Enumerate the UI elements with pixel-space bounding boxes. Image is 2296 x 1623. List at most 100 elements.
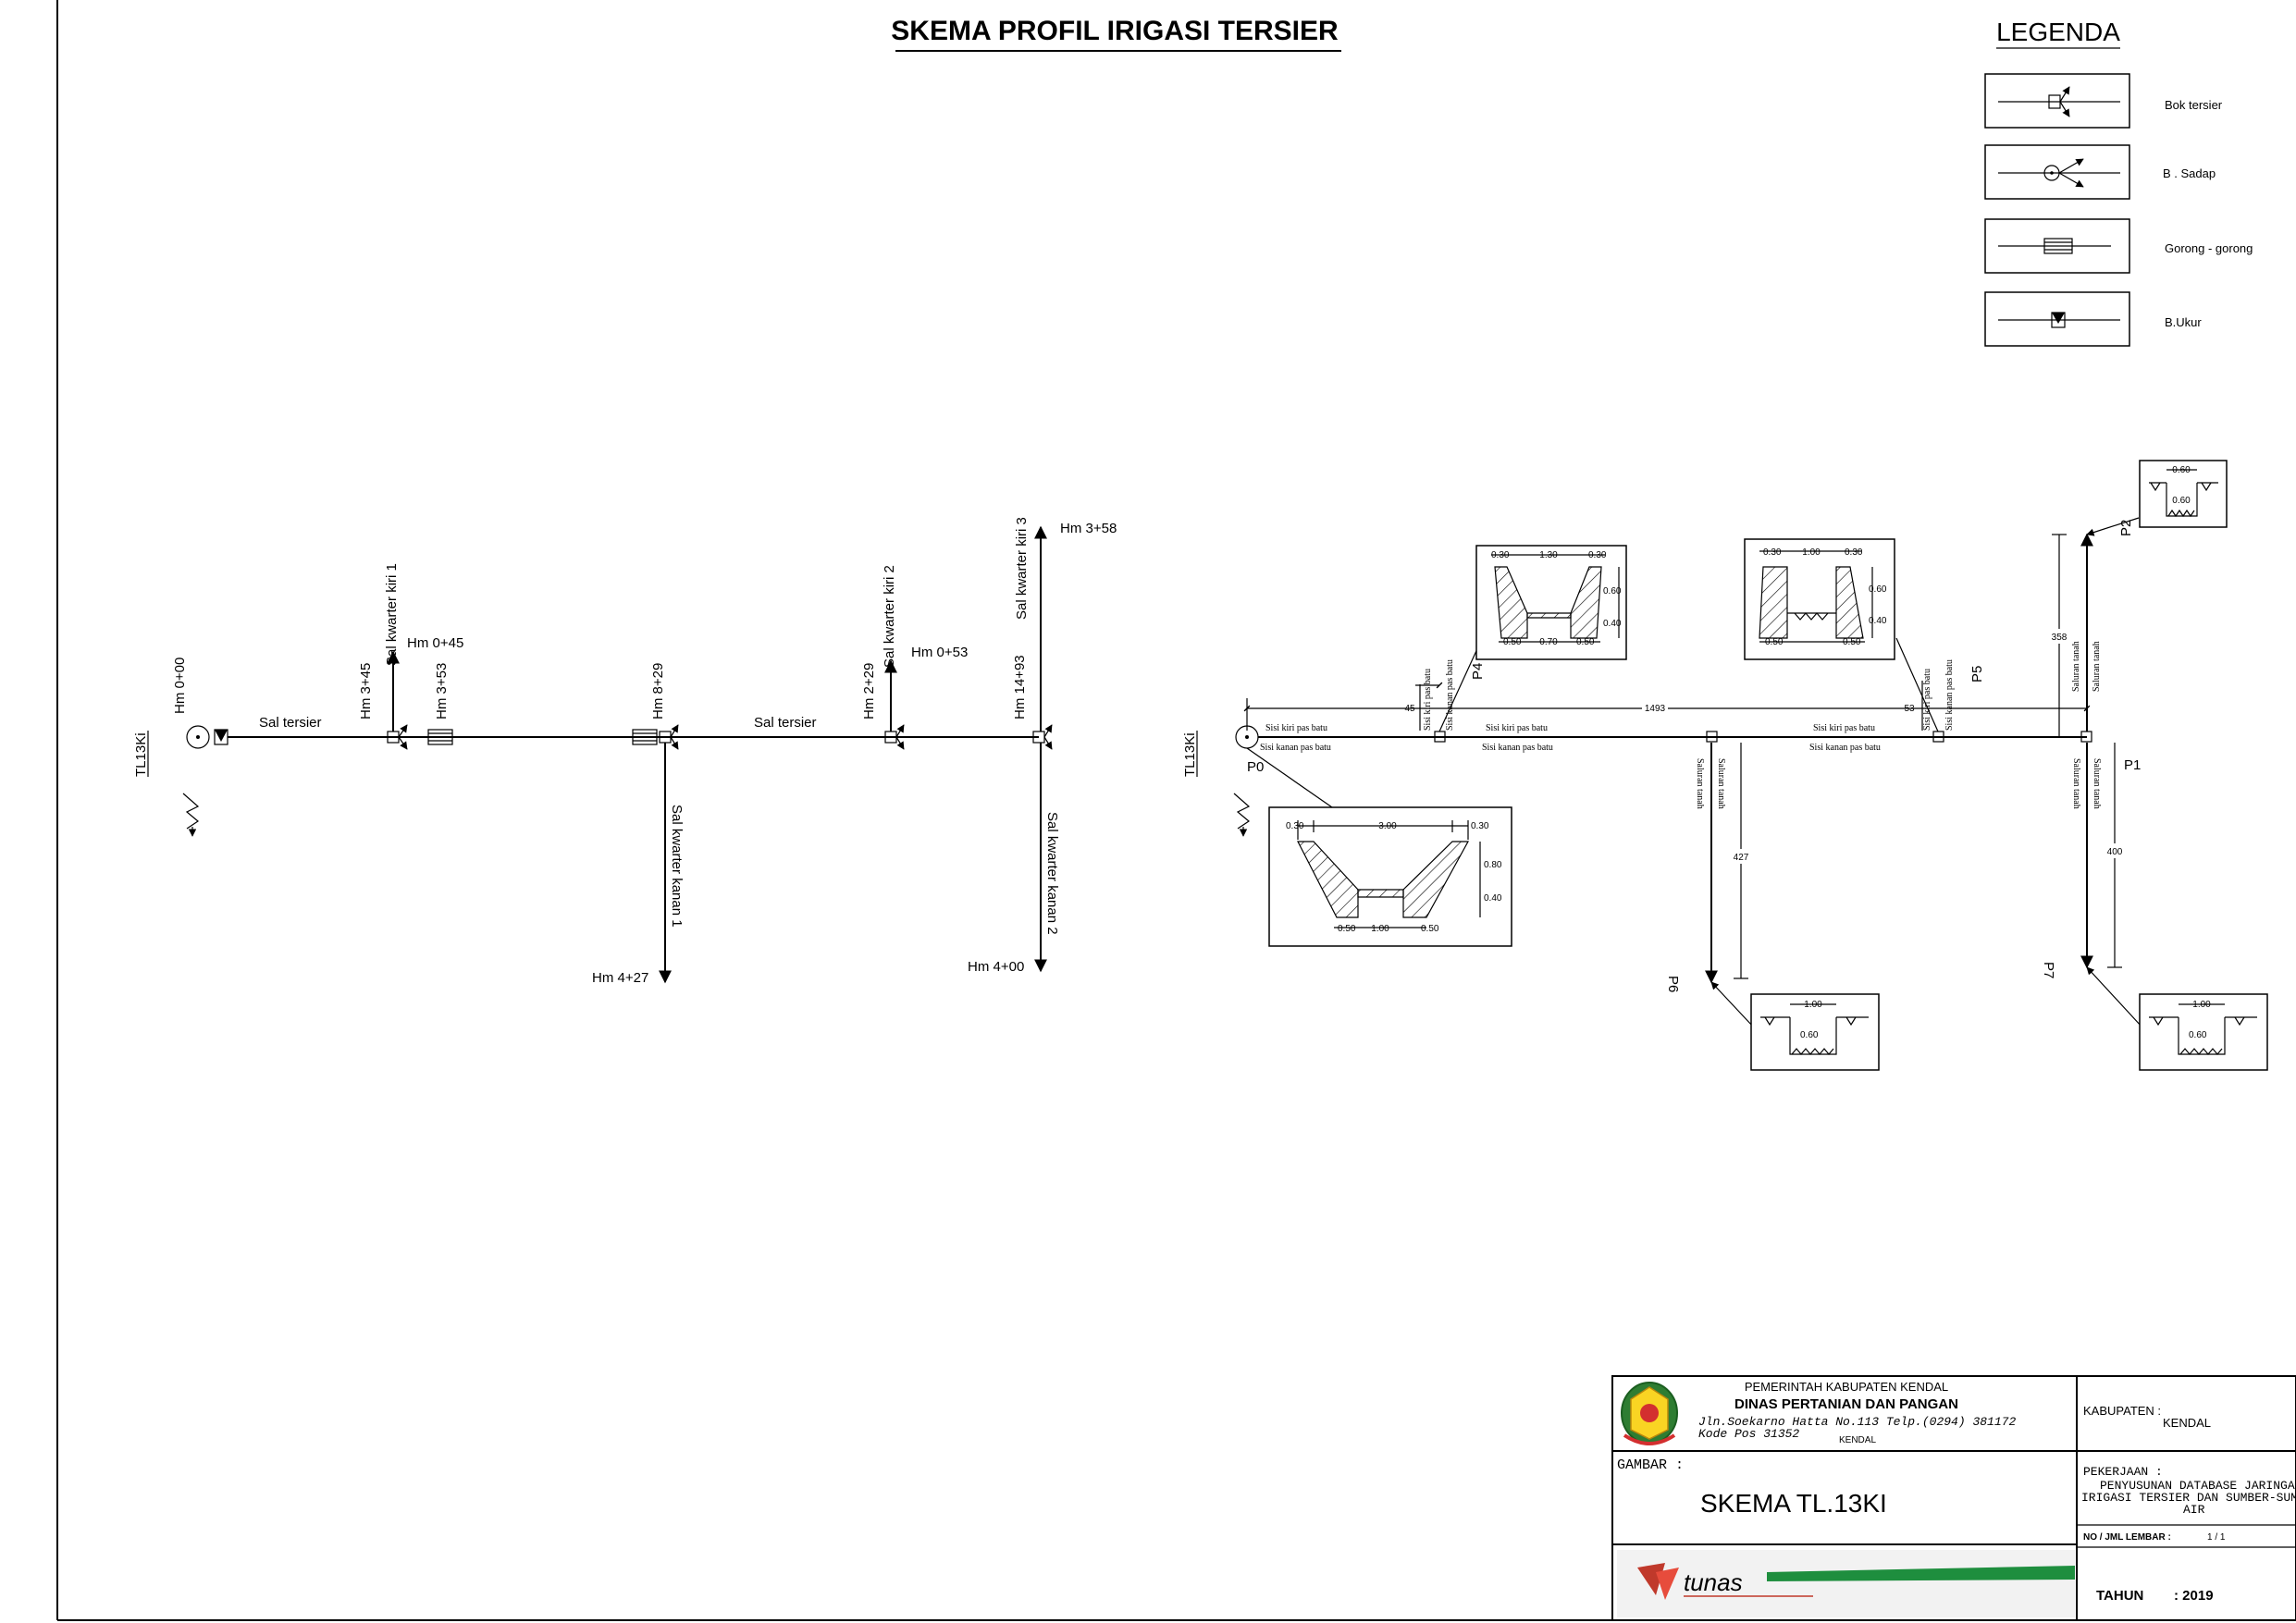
sec-p4-b3: 0.50 <box>1576 637 1595 647</box>
tb-tahun-label: TAHUN <box>2096 1588 2143 1604</box>
sec-p5-r: 0.30 <box>1845 547 1863 558</box>
sec-p5-h1: 0.60 <box>1869 584 1887 595</box>
label-kiri-3: Sal kwarter kiri 3 <box>1014 517 1030 620</box>
sec-p6-w: 1.00 <box>1804 1000 1822 1010</box>
page-title: SKEMA PROFIL IRIGASI TERSIER <box>891 16 1339 46</box>
dim-358: 358 <box>2052 633 2068 643</box>
section-p7: 1.00 0.60 <box>2139 993 2268 1071</box>
river-flow-icon-right <box>1233 793 1251 830</box>
sec-main-b3: 0.50 <box>1421 924 1439 934</box>
point-p7: P7 <box>2041 962 2056 978</box>
tb-kab-label: KABUPATEN : <box>2083 1404 2161 1418</box>
text-p7-tanah-2: Saluran tanah <box>2092 758 2102 809</box>
tb-pek-2: IRIGASI TERSIER DAN SUMBER-SUMBER <box>2081 1491 2296 1505</box>
sec-p6-h: 0.60 <box>1800 1030 1819 1040</box>
section-main: 3.00 0.30 0.30 0.80 0.40 0.50 1.00 0.50 <box>1268 806 1512 947</box>
point-p1: P1 <box>2124 757 2141 773</box>
left-schematic: TL13Ki Hm 0+00 Sal tersier Hm 3+45 Sal k… <box>133 517 1117 986</box>
sec-main-b2: 1.00 <box>1371 924 1389 934</box>
tb-pek-3: AIR <box>2183 1503 2205 1517</box>
p6-bok-icon <box>1706 731 1718 743</box>
sec-p2-w: 0.60 <box>2172 465 2191 475</box>
legend-label-gorong: Gorong - gorong <box>2165 241 2253 255</box>
label-kanan-2: Sal kwarter kanan 2 <box>1044 812 1060 935</box>
bangunan-sadap-icon <box>1998 158 2120 188</box>
tb-pek-1: PENYUSUNAN DATABASE JARINGAN <box>2100 1479 2296 1493</box>
dim-main-length: 1493 <box>1645 704 1666 714</box>
kendal-logo <box>1621 1382 1678 1445</box>
section-p6: 1.00 0.60 <box>1750 993 1880 1071</box>
sec-main-r: 0.30 <box>1471 821 1489 831</box>
tunas-logo: tunas <box>1617 1550 2075 1617</box>
sec-p5-b1: 0.50 <box>1765 637 1784 647</box>
sec-main-h1: 0.80 <box>1484 860 1502 870</box>
label-hm-0-00: Hm 0+00 <box>172 658 188 714</box>
p5-bok-icon <box>1932 731 1944 743</box>
legend-label-bangunan-sadap: B . Sadap <box>2163 166 2216 180</box>
tb-kode: Kode Pos 31352 <box>1698 1427 1799 1441</box>
label-kanan-1: Sal kwarter kanan 1 <box>669 805 685 928</box>
label-hm-3-45: Hm 3+45 <box>358 663 374 719</box>
legend-title: LEGENDA <box>1996 18 2120 46</box>
sec-p4-b1: 0.50 <box>1503 637 1522 647</box>
gorong-1-icon <box>427 729 453 745</box>
legend-item-bangunan-ukur: B.Ukur <box>1984 291 2202 347</box>
legend-item-gorong: Gorong - gorong <box>1984 218 2253 274</box>
left-channel-id: TL13Ki <box>133 732 149 777</box>
label-sal-tersier-2: Sal tersier <box>754 715 817 731</box>
tb-tahun-value: : 2019 <box>2174 1588 2214 1604</box>
text-p2-tanah-2: Saluran tanah <box>2092 641 2102 692</box>
sec-main-l: 0.30 <box>1286 821 1304 831</box>
bok-tersier-4-icon <box>1032 724 1053 750</box>
dim-400: 400 <box>2107 847 2123 857</box>
bangunan-ukur-icon <box>1998 312 2120 328</box>
gorong-2-icon <box>632 729 658 745</box>
start-ukur-icon <box>214 729 228 745</box>
point-p0: P0 <box>1247 759 1264 775</box>
dim-45: 45 <box>1404 704 1415 714</box>
section-p2: 0.60 0.60 <box>2139 460 2228 528</box>
legend-item-bok-tersier: Bok tersier <box>1984 73 2223 129</box>
text-p5-kanan: Sisi kanan pas batu <box>1944 659 1955 731</box>
tb-city: KENDAL <box>1839 1435 1876 1445</box>
label-hm-2-29: Hm 2+29 <box>861 663 877 719</box>
tb-pek-label: PEKERJAAN : <box>2083 1465 2163 1479</box>
sec-p5-l: 0.30 <box>1763 547 1782 558</box>
river-flow-icon <box>182 793 200 830</box>
point-p6: P6 <box>1665 976 1681 992</box>
section-p5: 0.30 1.00 0.30 0.60 0.40 0.50 0.50 <box>1744 538 1895 660</box>
tb-addr: Jln.Soekarno Hatta No.113 Telp.(0294) 38… <box>1698 1415 2016 1429</box>
label-hm-8-29: Hm 8+29 <box>650 663 666 719</box>
tb-gambar-value: SKEMA TL.13KI <box>1700 1489 1887 1518</box>
text-kiri-batu-2: Sisi kiri pas batu <box>1486 723 1548 733</box>
right-channel-id: TL13Ki <box>1182 732 1198 777</box>
label-hm-0-45: Hm 0+45 <box>407 635 463 651</box>
section-p4: 0.30 1.30 0.30 0.60 0.40 0.50 0.70 0.50 <box>1475 545 1627 660</box>
text-p7-tanah-1: Saluran tanah <box>2071 758 2081 809</box>
text-kanan-batu-2: Sisi kanan pas batu <box>1482 743 1553 753</box>
tb-nojml-value: 1 / 1 <box>2207 1532 2226 1543</box>
sec-main-h2: 0.40 <box>1484 893 1502 904</box>
text-p4-kiri: Sisi kiri pas batu <box>1423 669 1433 731</box>
sec-p4-h1: 0.60 <box>1603 586 1622 596</box>
sec-main-b1: 0.50 <box>1338 924 1356 934</box>
dim-53: 53 <box>1904 704 1915 714</box>
text-p5-kiri: Sisi kiri pas batu <box>1922 669 1932 731</box>
sec-p4-l: 0.30 <box>1491 550 1510 560</box>
label-hm-3-58: Hm 3+58 <box>1060 521 1117 536</box>
sec-p4-top: 1.30 <box>1539 550 1558 560</box>
start-sadap-icon <box>186 725 210 749</box>
sec-main-top: 3.00 <box>1378 821 1397 831</box>
text-kanan-batu-1: Sisi kanan pas batu <box>1260 743 1331 753</box>
sec-p5-b3: 0.50 <box>1843 637 1861 647</box>
label-kiri-1: Sal kwarter kiri 1 <box>384 563 400 666</box>
text-p2-tanah-1: Saluran tanah <box>2071 641 2081 692</box>
text-kiri-batu-3: Sisi kiri pas batu <box>1813 723 1875 733</box>
label-hm-4-00: Hm 4+00 <box>968 959 1024 975</box>
dim-427: 427 <box>1734 853 1749 863</box>
tb-kab-value: KENDAL <box>2163 1416 2211 1430</box>
tunas-logo-text: tunas <box>1684 1568 1743 1596</box>
text-p6-tanah-2: Saluran tanah <box>1716 758 1726 809</box>
bok-tersier-icon <box>1998 86 2120 117</box>
